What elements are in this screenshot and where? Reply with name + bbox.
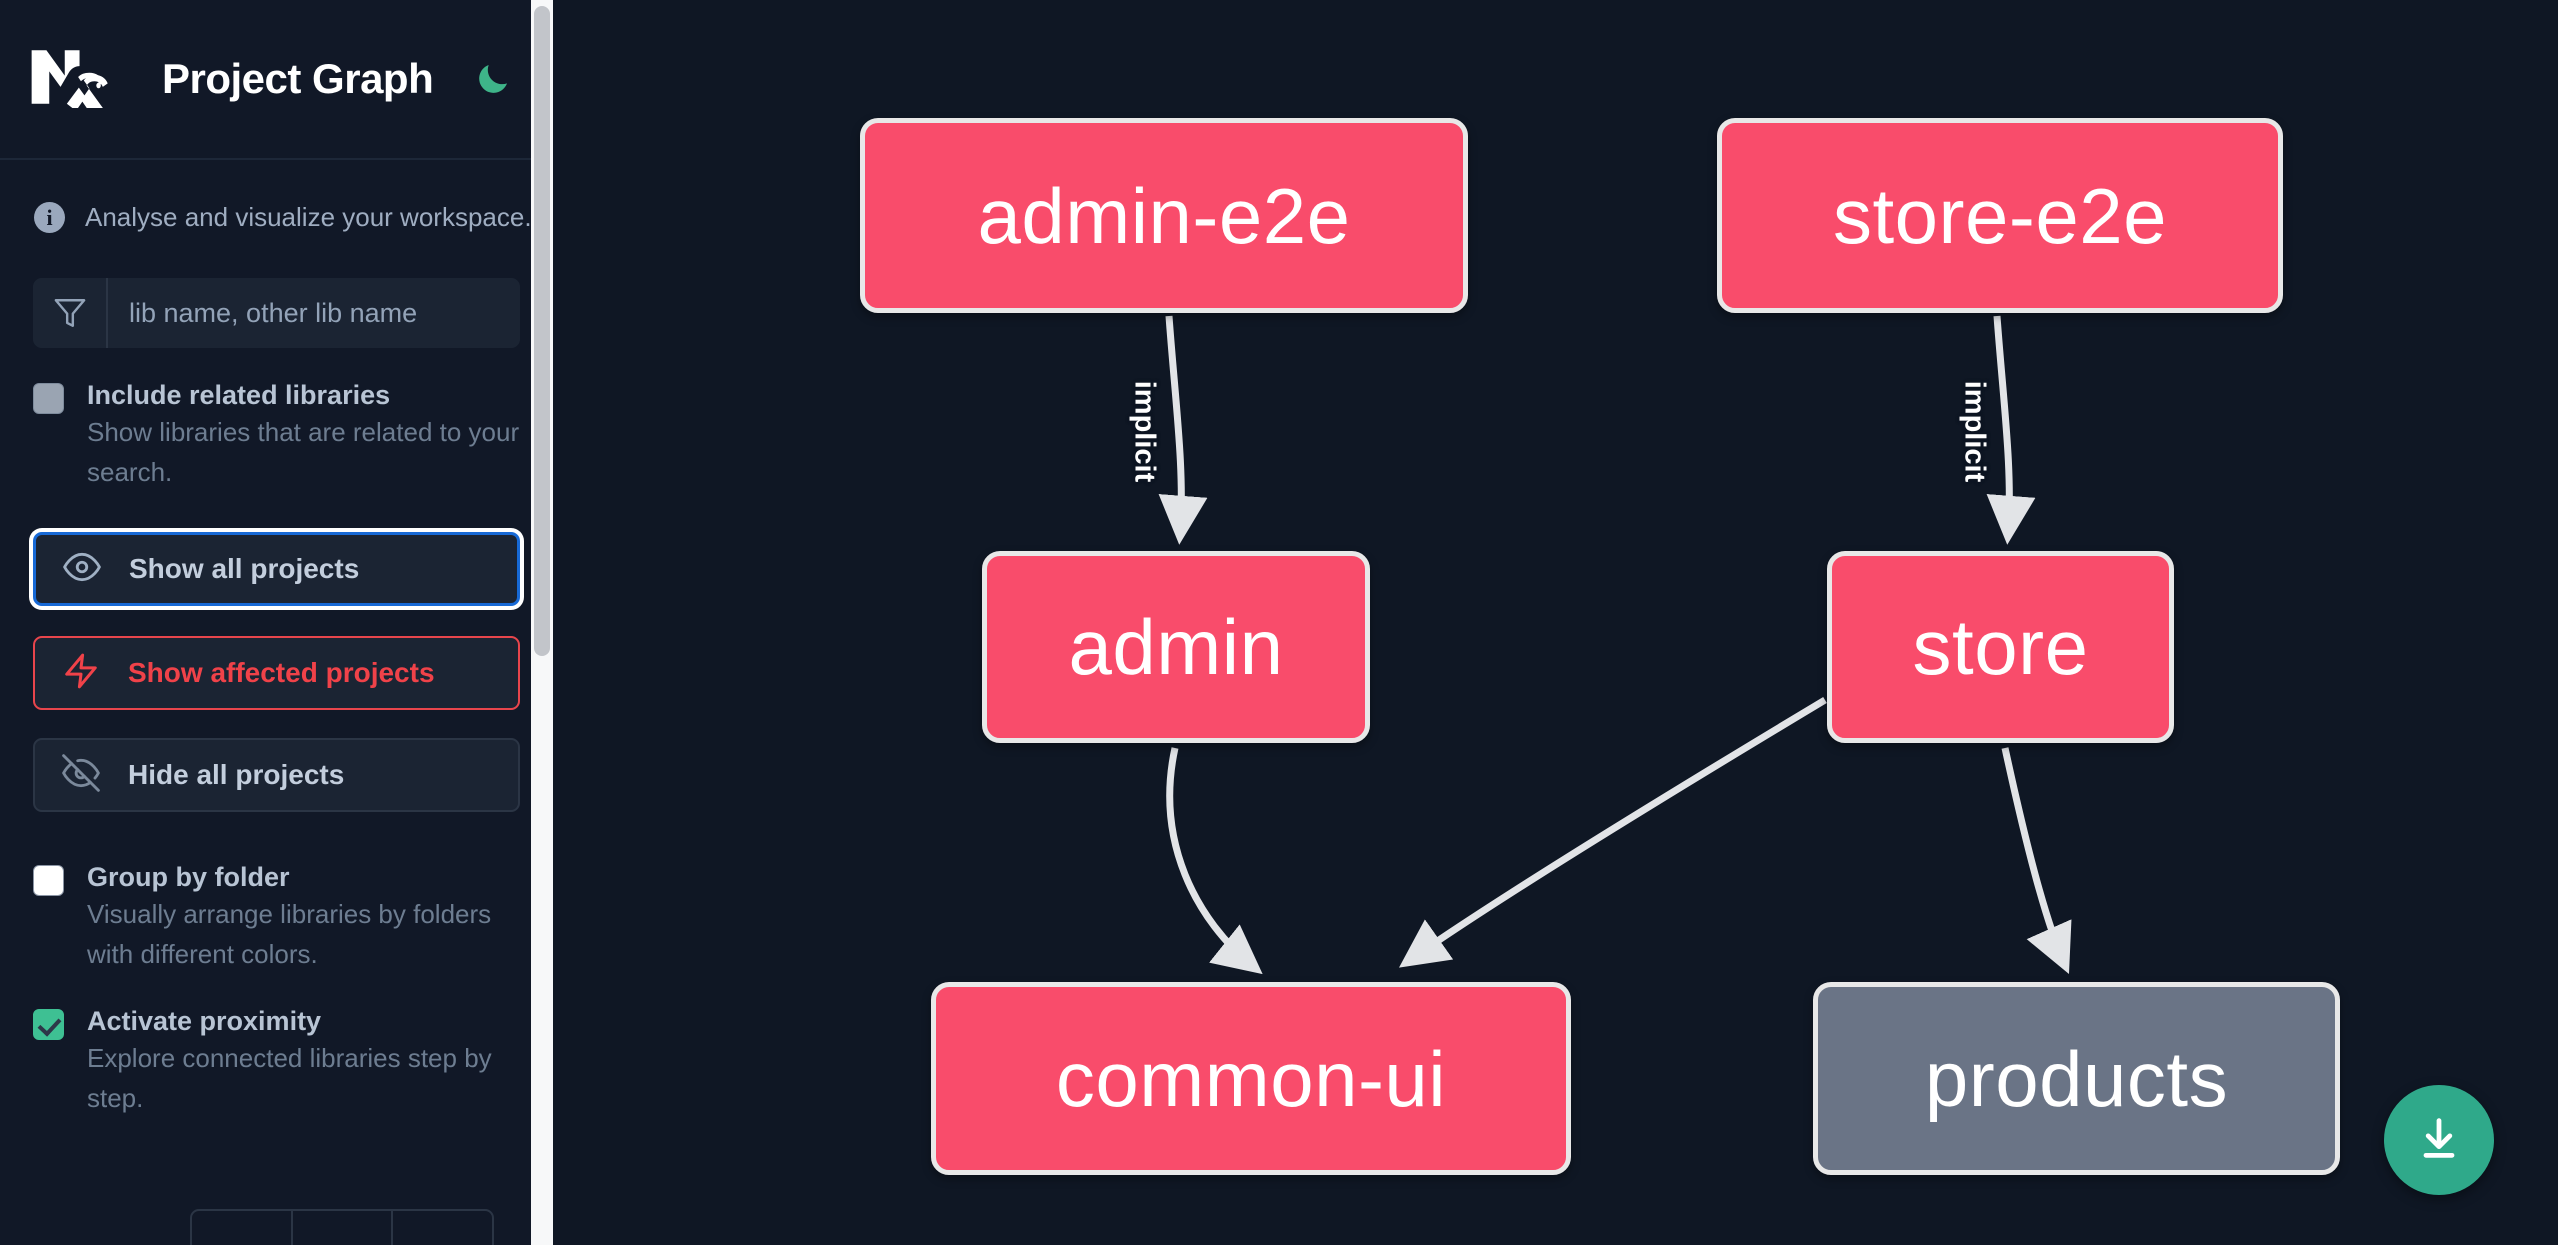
graph-node-store[interactable]: store xyxy=(1827,551,2174,743)
graph-node-products[interactable]: products xyxy=(1813,982,2340,1175)
nx-logo-icon xyxy=(30,46,115,113)
checkbox-col xyxy=(33,1004,87,1118)
page-title: Project Graph xyxy=(162,55,434,102)
hide-all-projects-label: Hide all projects xyxy=(128,759,345,790)
graph-node-admin[interactable]: admin xyxy=(982,551,1370,743)
edge-store-to-common-ui xyxy=(1398,696,1827,968)
graph-node-store-e2e[interactable]: store-e2e xyxy=(1717,118,2283,313)
activate-proximity-checkbox[interactable] xyxy=(33,1009,64,1040)
eye-icon xyxy=(63,548,101,591)
checkbox-description: Show libraries that are related to your … xyxy=(87,417,520,487)
sidebar-scrollbar[interactable] xyxy=(531,0,553,1245)
node-label: store xyxy=(1912,603,2089,691)
sidebar-tagline: i Analyse and visualize your workspace. xyxy=(0,160,553,233)
show-all-projects-label: Show all projects xyxy=(129,553,360,584)
filter-row xyxy=(33,278,520,348)
proximity-step-increase[interactable] xyxy=(393,1211,492,1245)
group-by-folder-checkbox[interactable] xyxy=(33,865,64,896)
filter-funnel-icon xyxy=(33,278,108,348)
hide-all-projects-button[interactable]: Hide all projects xyxy=(33,738,520,812)
proximity-stepper-group[interactable] xyxy=(190,1209,494,1245)
node-label: admin-e2e xyxy=(977,171,1351,260)
checkbox-label: Activate proximity xyxy=(87,1006,322,1036)
show-affected-projects-label: Show affected projects xyxy=(128,657,435,688)
checkbox-description: Explore connected libraries step by step… xyxy=(87,1043,492,1113)
sidebar-tagline-text: Analyse and visualize your workspace. xyxy=(85,202,532,232)
edge-store-to-products xyxy=(2001,747,2072,974)
node-label: store-e2e xyxy=(1832,171,2168,260)
graph-edges xyxy=(1158,315,2072,975)
show-all-projects-button[interactable]: Show all projects xyxy=(33,532,520,606)
checkbox-label: Include related libraries xyxy=(87,380,391,410)
eye-off-icon xyxy=(62,753,100,797)
proximity-step-decrease[interactable] xyxy=(192,1211,293,1245)
sidebar-header: Project Graph xyxy=(0,0,553,160)
edge-store-e2e-to-store xyxy=(1986,315,2036,545)
lightning-bolt-icon xyxy=(62,652,100,695)
node-label: products xyxy=(1924,1034,2229,1123)
edge-admin-to-common-ui xyxy=(1166,747,1263,975)
checkbox-col xyxy=(33,378,87,492)
search-input[interactable] xyxy=(108,278,520,348)
checkbox-text-col: Group by folder Visually arrange librari… xyxy=(87,860,520,974)
download-image-button[interactable] xyxy=(2384,1085,2494,1195)
info-icon: i xyxy=(34,202,65,233)
node-label: admin xyxy=(1068,603,1284,691)
checkbox-col xyxy=(33,860,87,974)
sidebar-scrollbar-thumb[interactable] xyxy=(534,6,550,656)
show-affected-projects-button[interactable]: Show affected projects xyxy=(33,636,520,710)
graph-node-admin-e2e[interactable]: admin-e2e xyxy=(860,118,1468,313)
checkbox-text-col: Activate proximity Explore connected lib… xyxy=(87,1004,520,1118)
sidebar: Project Graph i Analyse and visualize yo… xyxy=(0,0,553,1245)
checkbox-text-col: Include related libraries Show libraries… xyxy=(87,378,520,492)
proximity-step-value[interactable] xyxy=(293,1211,394,1245)
download-icon xyxy=(2413,1112,2465,1169)
moon-icon[interactable] xyxy=(471,57,515,101)
node-label: common-ui xyxy=(1055,1034,1447,1123)
checkbox-description: Visually arrange libraries by folders wi… xyxy=(87,899,492,969)
graph-canvas[interactable]: admin-e2e store-e2e admin store common-u… xyxy=(575,0,2558,1245)
graph-node-common-ui[interactable]: common-ui xyxy=(931,982,1571,1175)
checkbox-group-by-folder[interactable]: Group by folder Visually arrange librari… xyxy=(0,860,553,974)
checkbox-include-related-libraries[interactable]: Include related libraries Show libraries… xyxy=(0,378,553,492)
include-related-libraries-checkbox[interactable] xyxy=(33,383,64,414)
checkbox-label: Group by folder xyxy=(87,862,290,892)
edge-admin-e2e-to-admin xyxy=(1158,315,1208,545)
checkbox-activate-proximity[interactable]: Activate proximity Explore connected lib… xyxy=(0,1004,553,1118)
